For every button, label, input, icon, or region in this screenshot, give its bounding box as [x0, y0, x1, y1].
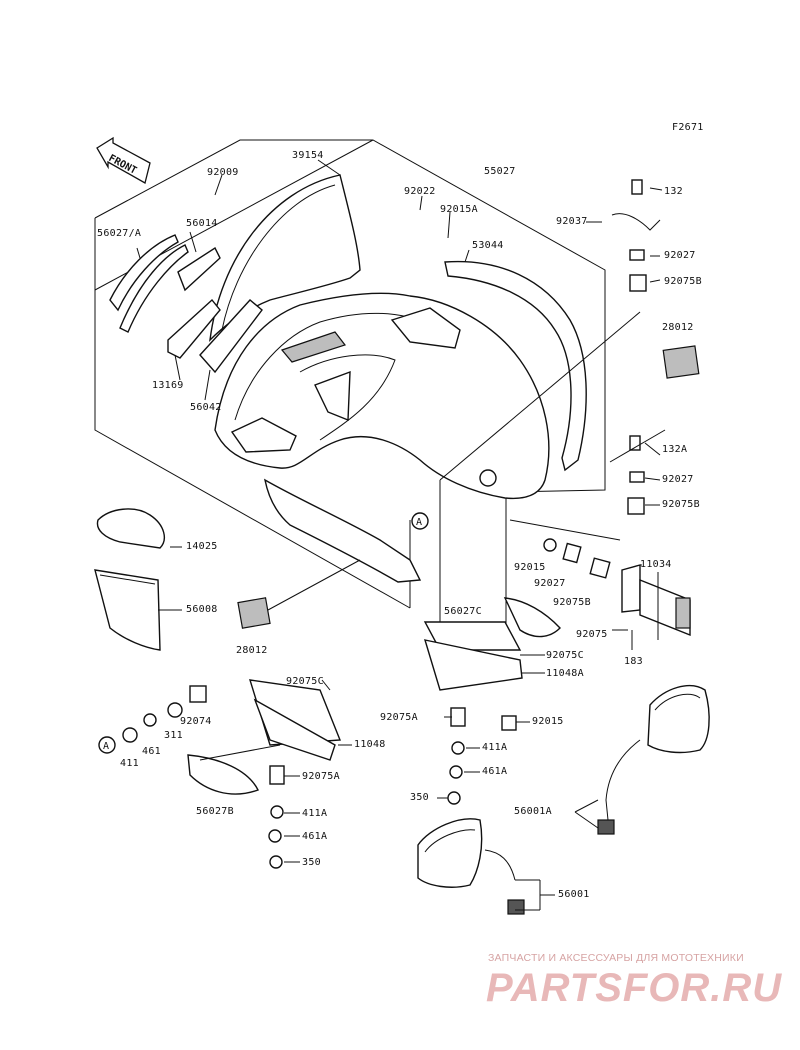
cowling-body	[214, 292, 550, 583]
watermark-logo: PARTSFOR.RU	[486, 966, 783, 1010]
part-label-92015-mid: 92015	[514, 562, 546, 573]
part-label-350-left: 350	[302, 857, 321, 868]
part-label-14025: 14025	[186, 541, 218, 552]
assembly-frame	[94, 139, 606, 648]
part-label-461a-right: 461A	[482, 766, 508, 777]
part-label-92075b-mid2: 92075B	[553, 597, 591, 608]
callout-marker: A A	[98, 512, 429, 754]
part-label-350-right: 350	[410, 792, 429, 803]
part-label-56014: 56014	[186, 218, 218, 229]
part-label-13169: 13169	[152, 380, 184, 391]
part-label-92075a-left: 92075A	[302, 771, 340, 782]
part-label-56001a: 56001A	[514, 806, 552, 817]
part-label-461a-left: 461A	[302, 831, 328, 842]
part-label-92075c-right: 92075C	[546, 650, 584, 661]
part-label-411-left: 411	[120, 758, 139, 769]
part-label-92015a: 92015A	[440, 204, 478, 215]
part-label-92075: 92075	[576, 629, 608, 640]
diagram-code: F2671	[672, 122, 704, 133]
part-label-92075b-mid: 92075B	[662, 499, 700, 510]
part-label-11034: 11034	[640, 559, 672, 570]
part-label-56027a: 56027/A	[97, 228, 142, 239]
part-label-411a-right: 411A	[482, 742, 508, 753]
part-label-53044: 53044	[472, 240, 504, 251]
part-label-311: 311	[164, 730, 183, 741]
rear-strip-part	[444, 260, 587, 472]
watermark-tagline: ЗАПЧАСТИ И АКСЕССУАРЫ ДЛЯ МОТОТЕХНИКИ	[488, 952, 744, 964]
part-label-92022: 92022	[404, 186, 436, 197]
right-small-parts	[611, 179, 700, 515]
part-label-92009: 92009	[207, 167, 239, 178]
part-label-92075a-right: 92075A	[380, 712, 418, 723]
part-label-55027: 55027	[484, 166, 516, 177]
part-label-56008: 56008	[186, 604, 218, 615]
left-side-parts	[94, 508, 271, 651]
part-label-11048: 11048	[354, 739, 386, 750]
part-label-92075b-top: 92075B	[664, 276, 702, 287]
windshield-part	[209, 174, 361, 342]
mount-brackets	[122, 538, 691, 869]
front-arrow-icon: FRONT	[96, 136, 151, 184]
leader-lines	[136, 159, 666, 911]
part-label-92015-right: 92015	[532, 716, 564, 727]
part-label-56001: 56001	[558, 889, 590, 900]
part-label-411a-left: 411A	[302, 808, 328, 819]
part-label-132a: 132A	[662, 444, 688, 455]
part-label-56042: 56042	[190, 402, 222, 413]
part-label-11048a: 11048A	[546, 668, 584, 679]
side-panel-parts	[109, 234, 263, 374]
part-label-92037: 92037	[556, 216, 588, 227]
part-label-39154: 39154	[292, 150, 324, 161]
part-label-28012-left: 28012	[236, 645, 268, 656]
part-label-92027-mid2: 92027	[534, 578, 566, 589]
callout-marker-a-2: A	[103, 741, 109, 752]
part-label-132: 132	[664, 186, 683, 197]
part-label-56027c: 56027C	[444, 606, 482, 617]
callout-marker-a-1: A	[416, 517, 422, 528]
part-label-92074: 92074	[180, 716, 212, 727]
part-label-92027-top: 92027	[664, 250, 696, 261]
part-label-56027b: 56027B	[196, 806, 234, 817]
part-label-92075c-left: 92075C	[286, 676, 324, 687]
part-label-461-left: 461	[142, 746, 161, 757]
part-label-28012-right: 28012	[662, 322, 694, 333]
part-label-92027-mid: 92027	[662, 474, 694, 485]
part-label-183: 183	[624, 656, 643, 667]
